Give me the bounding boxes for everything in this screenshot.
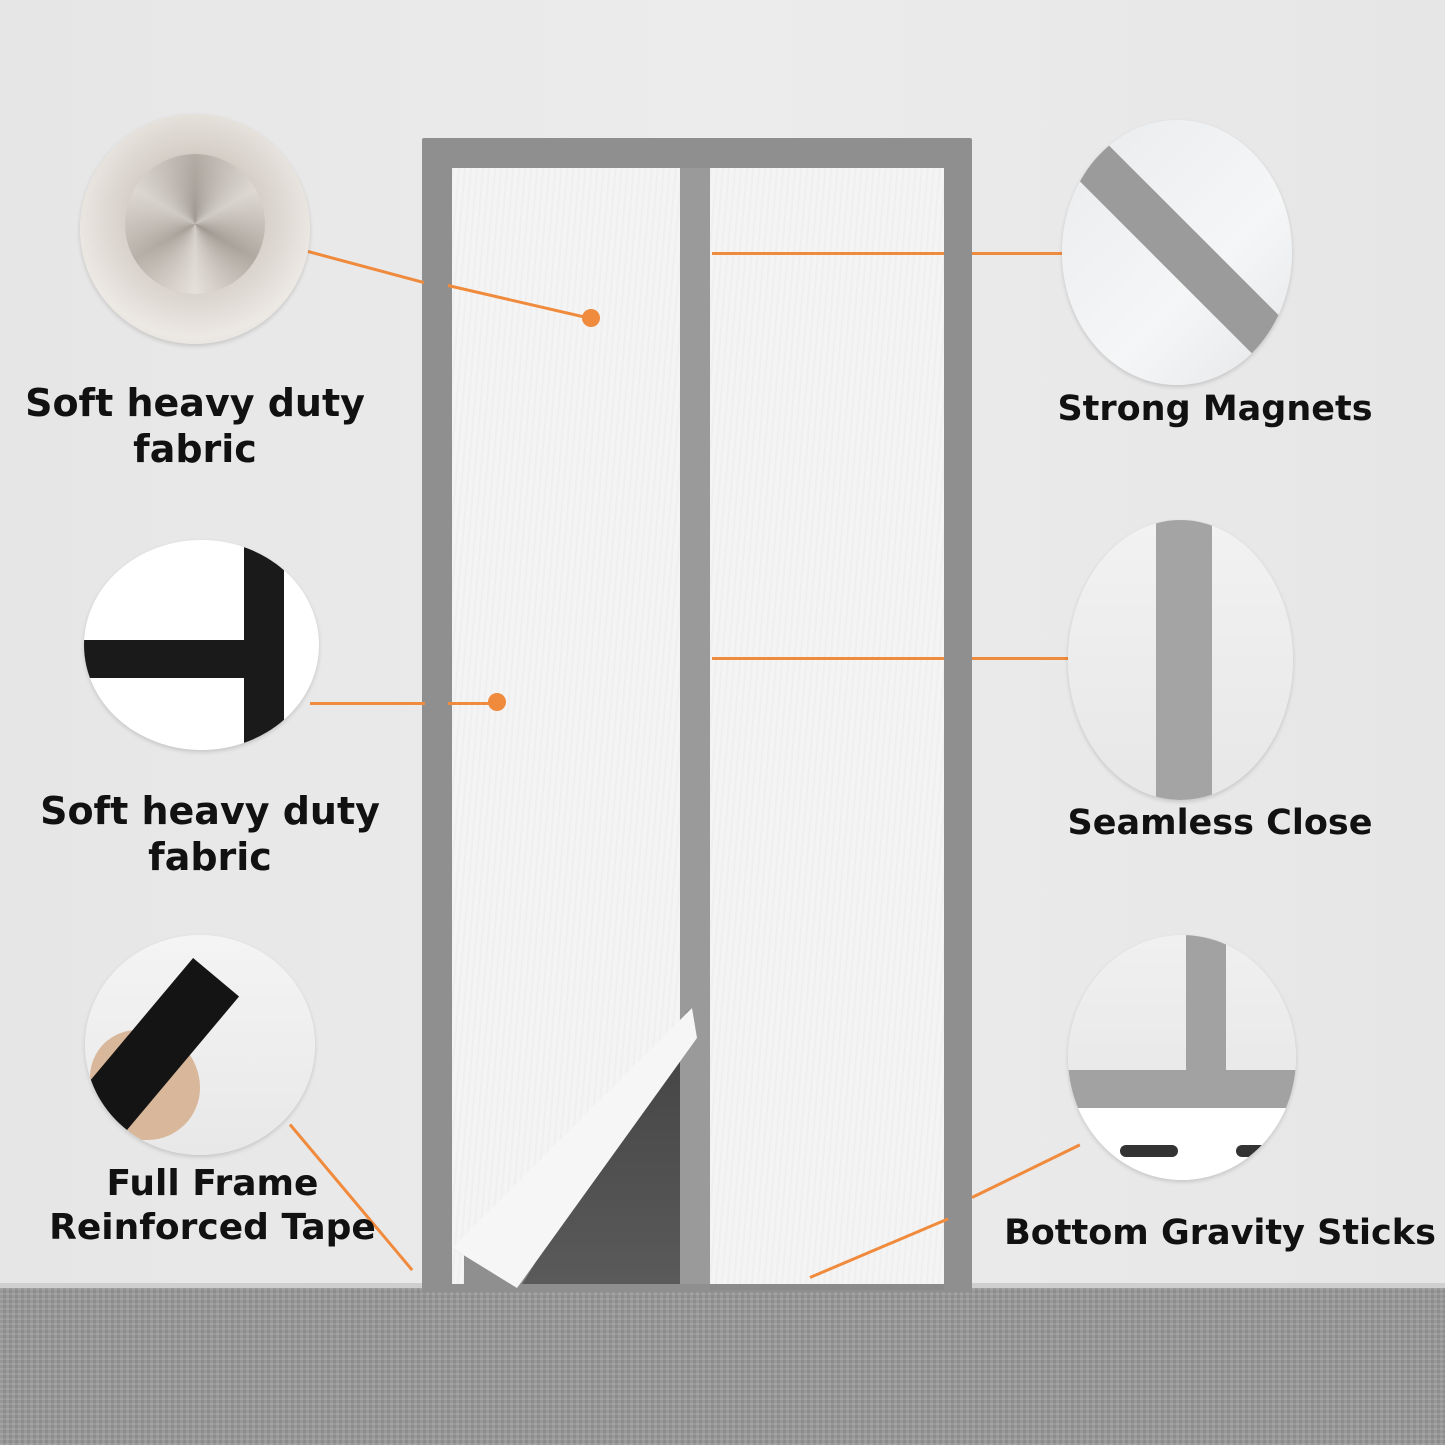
label-fabric-middle-line2: fabric: [148, 835, 272, 880]
callout-line-fabric-mid: [310, 702, 425, 705]
label-frame-tape-line2: Reinforced Tape: [49, 1206, 376, 1248]
callout-line-seamless-inner: [712, 657, 944, 660]
label-frame-tape: Full Frame Reinforced Tape: [40, 1162, 385, 1250]
callout-dot-fabric-mid: [488, 693, 506, 711]
callout-line-seamless: [972, 657, 1070, 660]
label-magnets-text: Strong Magnets: [1057, 389, 1373, 429]
label-fabric-top: Soft heavy duty fabric: [15, 380, 375, 473]
callout-line-magnets: [972, 252, 1062, 255]
label-seamless: Seamless Close: [1045, 802, 1395, 845]
label-magnets: Strong Magnets: [1040, 388, 1390, 431]
gravity-stick-icon: [1068, 935, 1296, 1180]
label-gravity: Bottom Gravity Sticks: [1000, 1212, 1440, 1255]
magnetic-door-screen: [422, 138, 972, 1292]
callout-line-magnets-inner: [712, 252, 944, 255]
magnetic-seam: [680, 168, 710, 1284]
carpet-floor: [0, 1288, 1445, 1445]
label-fabric-top-line1: Soft heavy duty: [25, 381, 365, 425]
label-frame-tape-line1: Full Frame: [106, 1163, 319, 1204]
right-curtain-panel: [710, 168, 944, 1284]
hand-tape-icon: [85, 935, 315, 1155]
label-seamless-text: Seamless Close: [1067, 803, 1373, 843]
bottom-gravity-stick: [710, 1284, 944, 1290]
velcro-tape-icon: [84, 540, 319, 750]
label-fabric-middle-line1: Soft heavy duty: [40, 789, 380, 833]
callout-line-fabric-mid-inner: [448, 702, 493, 705]
seam-strip-icon: [1068, 520, 1293, 800]
fabric-swirl-icon: [80, 114, 310, 344]
label-gravity-text: Bottom Gravity Sticks: [1004, 1213, 1436, 1253]
label-fabric-top-line2: fabric: [133, 427, 257, 472]
label-fabric-middle: Soft heavy duty fabric: [30, 788, 390, 881]
callout-dot-fabric-top: [582, 309, 600, 327]
magnet-strip-icon: [1062, 120, 1292, 385]
